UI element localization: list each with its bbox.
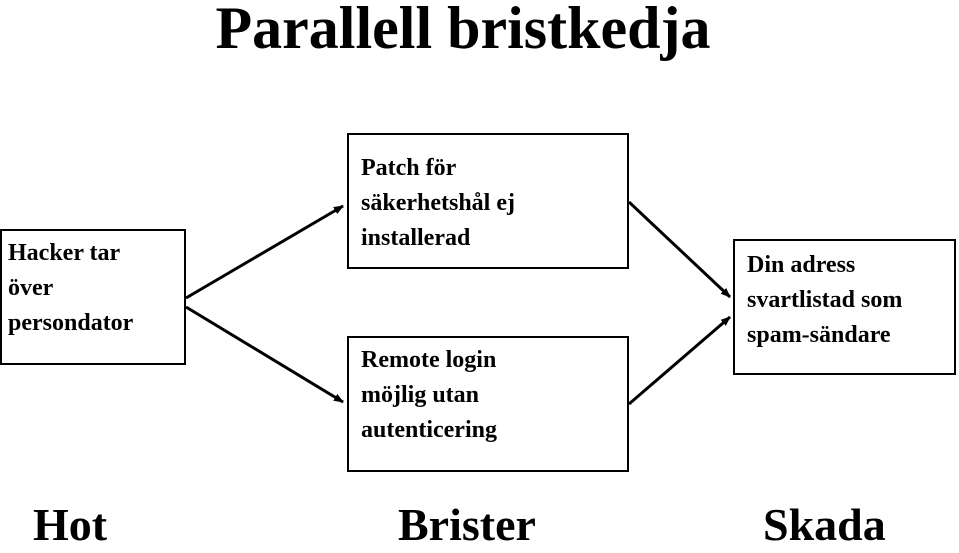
arrow-threat-to-flaw1 xyxy=(185,204,344,300)
damage-box: Din adress svartlistad som spam-sändare xyxy=(733,239,956,375)
flaw2-line-2: möjlig utan xyxy=(361,382,480,408)
flaw1-line-2: säkerhetshål ej xyxy=(361,190,515,216)
damage-line-2: svartlistad som xyxy=(747,287,903,313)
flaw-box-remote-login: Remote login möjlig utan autenticering xyxy=(347,336,629,472)
damage-line-3: spam-sändare xyxy=(747,322,891,348)
flaw2-line-3: autenticering xyxy=(361,417,497,443)
threat-line-2: över xyxy=(8,275,54,301)
threat-line-3: persondator xyxy=(8,310,134,336)
damage-line-1: Din adress xyxy=(747,252,856,278)
threat-box: Hacker tar över persondator xyxy=(0,229,186,365)
flaw2-line-1: Remote login xyxy=(361,347,497,373)
footer-label-skada: Skada xyxy=(763,499,886,550)
footer-label-brister: Brister xyxy=(398,499,536,550)
diagram-title: Parallell bristkedja xyxy=(215,0,711,61)
footer-label-hot: Hot xyxy=(33,499,108,550)
arrow-threat-to-flaw2 xyxy=(185,305,344,404)
flaw1-line-1: Patch för xyxy=(361,155,457,181)
flaw-box-patch: Patch för säkerhetshål ej installerad xyxy=(347,133,629,269)
threat-line-1: Hacker tar xyxy=(8,240,121,266)
flaw1-line-3: installerad xyxy=(361,225,471,251)
arrow-flaw2-to-damage xyxy=(628,315,731,406)
arrow-flaw1-to-damage xyxy=(627,200,732,299)
